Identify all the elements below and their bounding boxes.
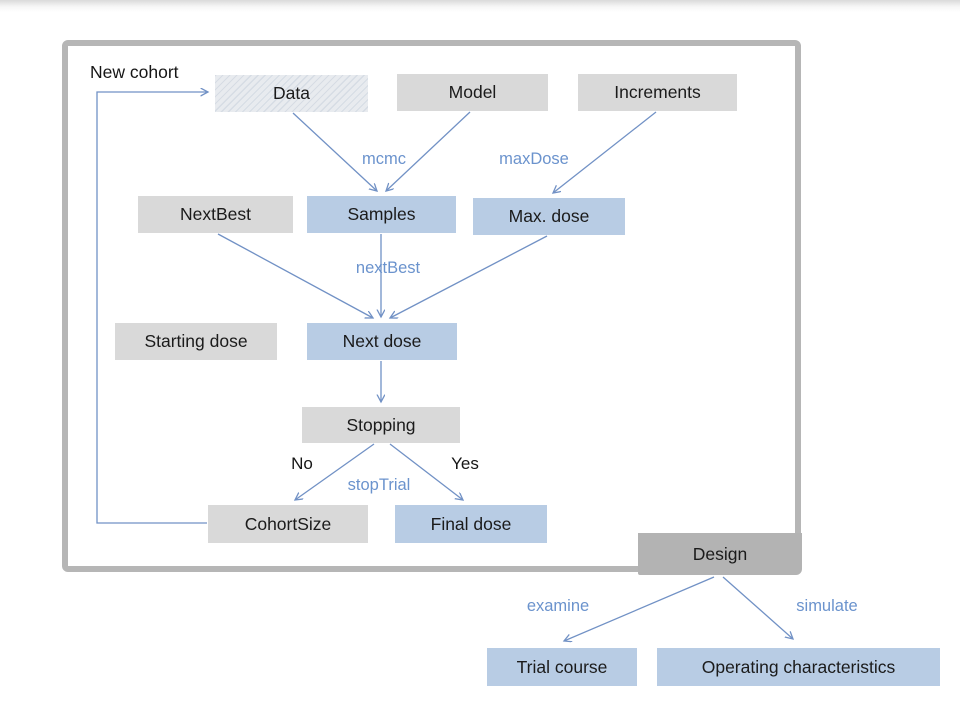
node-increments: Increments [578, 74, 737, 111]
edge-label-no: No [291, 454, 313, 473]
node-design: Design [638, 533, 802, 575]
edge-label-examine: examine [526, 597, 590, 615]
edge-design-to-opchar [722, 576, 793, 639]
edge-stopping-no-to-cohortsize [295, 443, 375, 500]
node-max-dose: Max. dose [473, 198, 625, 235]
node-stopping: Stopping [302, 407, 460, 443]
edge-increments-to-maxdose [553, 111, 657, 193]
workflow-frame [62, 40, 801, 572]
node-starting-dose: Starting dose [115, 323, 277, 360]
edge-label-maxdose: maxDose [499, 150, 569, 168]
new-cohort-label: New cohort [90, 62, 179, 82]
edge-maxdose-to-nextdose [390, 235, 548, 318]
edge-label-stoptrial: stopTrial [347, 476, 411, 494]
node-trial-course: Trial course [487, 648, 637, 686]
node-cohort-size: CohortSize [208, 505, 368, 543]
edge-model-to-samples [386, 111, 471, 191]
node-data: Data [215, 75, 368, 112]
page-top-shadow [0, 0, 960, 12]
node-operating-characteristics: Operating characteristics [657, 648, 940, 686]
node-next-dose: Next dose [307, 323, 457, 360]
edge-cohortsize-loop-to-data [96, 92, 208, 524]
edge-data-to-samples [292, 112, 377, 191]
edge-nextbest-to-nextdose [217, 233, 373, 318]
edge-design-to-trialcourse [564, 576, 715, 641]
edge-label-mcmc: mcmc [362, 150, 406, 168]
edge-label-simulate: simulate [796, 597, 858, 615]
node-nextbest-class: NextBest [138, 196, 293, 233]
edge-stopping-yes-to-finaldose [389, 443, 463, 500]
node-model: Model [397, 74, 548, 111]
node-final-dose: Final dose [395, 505, 547, 543]
node-samples: Samples [307, 196, 456, 233]
edge-label-nextbest: nextBest [355, 259, 421, 277]
edge-label-yes: Yes [451, 454, 479, 473]
